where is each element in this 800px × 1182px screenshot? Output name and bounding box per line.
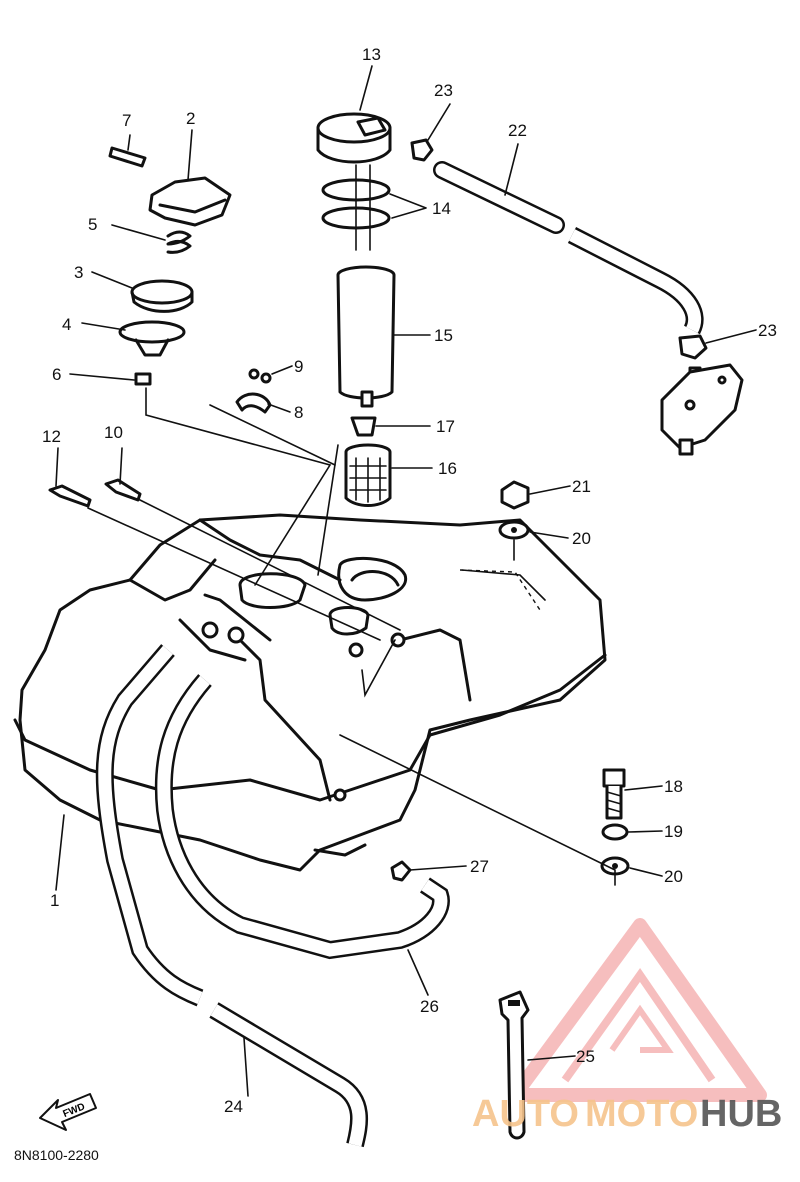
- plate: [660, 363, 744, 456]
- fuel-cap: [148, 176, 232, 227]
- watermark-hub: HUB: [700, 1093, 782, 1135]
- callout-3: 3: [74, 263, 83, 282]
- callout-7: 7: [122, 111, 131, 130]
- fwd-arrow: FWD: [39, 1093, 97, 1131]
- callout-25: 25: [576, 1047, 595, 1066]
- callout-19: 19: [664, 822, 683, 841]
- bolt-10: [104, 478, 142, 502]
- nut-21: [500, 480, 530, 510]
- callout-10: 10: [104, 423, 123, 442]
- pump-top: [316, 112, 392, 164]
- callout-1: 1: [50, 891, 59, 910]
- callout-23-right: 23: [758, 321, 777, 340]
- watermark-logo: [508, 918, 767, 1102]
- callout-16: 16: [438, 459, 457, 478]
- washer-19: [601, 823, 629, 841]
- filler-neck: [118, 320, 186, 357]
- callout-17: 17: [436, 417, 455, 436]
- leader-lines: [55, 65, 757, 1097]
- callout-15: 15: [434, 326, 453, 345]
- callout-13: 13: [362, 45, 381, 64]
- callout-6: 6: [52, 365, 61, 384]
- callout-24: 24: [224, 1097, 243, 1116]
- callouts: 7 2 5 3 4 6 13 14 15 17 16 23 22 23 9 8 …: [42, 45, 777, 1116]
- breather-hose-26: [154, 674, 450, 960]
- bolt-12: [48, 484, 92, 508]
- callout-4: 4: [62, 315, 71, 334]
- callout-20-top: 20: [572, 529, 591, 548]
- callout-23-top: 23: [434, 81, 453, 100]
- spring: [166, 230, 192, 254]
- callout-8: 8: [294, 403, 303, 422]
- callout-2: 2: [186, 109, 195, 128]
- callout-14: 14: [432, 199, 451, 218]
- callout-5: 5: [88, 215, 97, 234]
- strap-25: [498, 990, 530, 1140]
- fuel-filter: [344, 443, 392, 507]
- seal-rings: [321, 164, 391, 251]
- watermark-text: AUTO MOTO HUB: [472, 1093, 782, 1135]
- bolt-18: [602, 768, 626, 820]
- watermark-auto: AUTO: [472, 1093, 579, 1135]
- vent-hose-22: [433, 161, 704, 335]
- callout-22: 22: [508, 121, 527, 140]
- clip: [235, 392, 272, 414]
- callout-9: 9: [294, 357, 303, 376]
- callout-18: 18: [664, 777, 683, 796]
- hose-clamp-top: [410, 138, 434, 162]
- callout-26: 26: [420, 997, 439, 1016]
- washer-20-top: [498, 520, 530, 540]
- pump-body: [336, 265, 396, 408]
- hose-clamp-27: [390, 860, 412, 882]
- callout-21: 21: [572, 477, 591, 496]
- watermark-moto: MOTO: [585, 1093, 698, 1135]
- ring: [130, 279, 194, 313]
- drain-hose-24: [95, 644, 369, 1148]
- diagram-code: 8N8100-2280: [14, 1147, 99, 1163]
- callout-20-bottom: 20: [664, 867, 683, 886]
- pin: [108, 146, 147, 168]
- callout-27: 27: [470, 857, 489, 876]
- small-nut: [134, 372, 152, 386]
- callout-12: 12: [42, 427, 61, 446]
- connector: [350, 416, 377, 437]
- small-parts: [248, 368, 272, 384]
